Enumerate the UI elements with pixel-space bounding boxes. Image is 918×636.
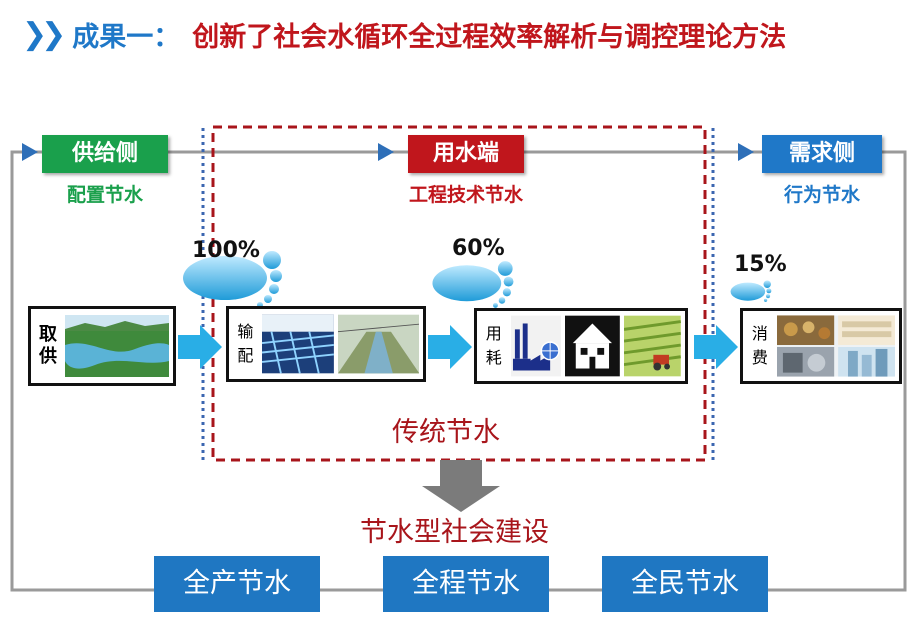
whole-process-button[interactable]: 全程节水 — [383, 556, 549, 612]
percentage-15: 15% — [734, 252, 787, 277]
percentage-60: 60% — [452, 236, 505, 261]
demand-side-tag: 需求侧 — [762, 135, 882, 173]
percentage-100: 100% — [192, 238, 260, 263]
consume-box-label: 消 费 — [749, 322, 771, 370]
loop-arrowhead-2 — [378, 143, 394, 161]
use-end-tag: 用水端 — [408, 135, 524, 173]
demand-side-subtitle: 行为节水 — [783, 184, 860, 206]
page-title: ❯❯ 成果一： 创新了社会水循环全过程效率解析与调控理论方法 — [22, 14, 786, 54]
consume-char-1: 消 — [751, 324, 768, 343]
consume-char-2: 费 — [751, 348, 768, 367]
flow-arrow-1 — [178, 325, 222, 369]
down-arrow — [422, 460, 500, 512]
footprint-icon-medium — [432, 261, 514, 308]
transport-char-1: 输 — [237, 322, 254, 341]
traditional-water-saving-label: 传统节水 — [392, 417, 500, 448]
loop-arrowhead-1 — [22, 143, 38, 161]
water-transport-image — [261, 314, 334, 374]
supply-char-2: 供 — [39, 346, 57, 367]
footprint-icon-large — [183, 251, 282, 308]
supply-box: 取 供 — [28, 306, 176, 386]
title-main: 创新了社会水循环全过程效率解析与调控理论方法 — [192, 21, 787, 53]
flow-arrow-2 — [428, 325, 472, 369]
household-house-icon — [565, 315, 621, 377]
whole-production-button[interactable]: 全产节水 — [154, 556, 320, 612]
consumer-goods-image — [776, 315, 895, 377]
whole-people-button[interactable]: 全民节水 — [602, 556, 768, 612]
canal-image — [337, 314, 419, 374]
loop-arrowhead-3 — [738, 143, 754, 161]
use-box: 用 耗 — [474, 308, 688, 384]
supply-side-subtitle: 配置节水 — [66, 184, 143, 206]
supply-side-tag: 供给侧 — [42, 135, 168, 173]
use-char-2: 耗 — [485, 348, 502, 367]
water-saving-society-label: 节水型社会建设 — [360, 517, 549, 548]
circulation-loop-line — [10, 150, 907, 592]
double-chevron-icon: ❯❯ — [22, 16, 66, 52]
supply-box-label: 取 供 — [37, 324, 59, 368]
footprint-icon-small — [730, 280, 772, 302]
industry-factory-icon — [510, 315, 562, 377]
flow-arrow-3 — [694, 325, 738, 369]
transport-box: 输 配 — [226, 306, 426, 382]
river-landscape-image — [65, 315, 169, 377]
supply-char-1: 取 — [39, 324, 57, 345]
consume-box: 消 费 — [740, 308, 902, 384]
transport-char-2: 配 — [237, 346, 254, 365]
transport-box-label: 输 配 — [235, 320, 256, 368]
use-box-label: 用 耗 — [483, 322, 505, 370]
title-prefix: 成果一： — [72, 21, 181, 53]
agriculture-field-image — [624, 315, 681, 377]
use-char-1: 用 — [485, 324, 502, 343]
use-end-subtitle: 工程技术节水 — [408, 184, 523, 206]
